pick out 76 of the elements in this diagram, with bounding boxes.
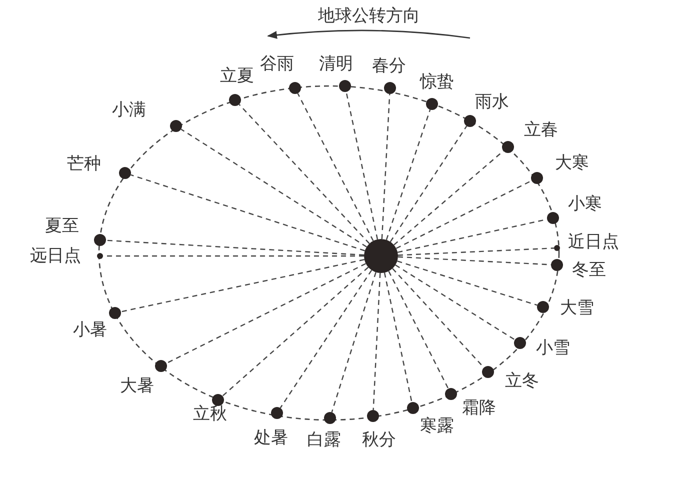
earth-dot	[339, 80, 351, 92]
sun-circle	[364, 239, 398, 273]
dashed-line	[297, 93, 374, 242]
dashed-line	[395, 264, 516, 340]
earth-dot	[554, 245, 560, 251]
earth-dot	[537, 301, 549, 313]
dashed-line	[106, 240, 364, 256]
dashed-line	[386, 110, 431, 240]
earth-dot	[547, 212, 559, 224]
solar-term-label: 小满	[112, 102, 146, 119]
earth-dot	[109, 307, 121, 319]
dashed-line	[397, 260, 538, 306]
earth-dot	[97, 253, 103, 259]
earth-dot	[289, 82, 301, 94]
dashed-line	[331, 272, 376, 412]
solar-term-label: 小雪	[536, 340, 570, 357]
earth-dot	[94, 234, 106, 246]
earth-dot	[407, 402, 419, 414]
solar-term-label: 大暑	[120, 378, 154, 395]
earth-dot	[551, 259, 563, 271]
earth-dot	[445, 388, 457, 400]
solar-term-label: 夏至	[45, 218, 79, 235]
solar-term-label: 立秋	[193, 406, 227, 423]
solar-term-label: 小寒	[568, 196, 602, 213]
earth-dot	[514, 337, 526, 349]
solar-term-label: 处暑	[254, 430, 288, 447]
solar-term-label: 秋分	[362, 432, 396, 449]
solar-term-label: 春分	[372, 58, 406, 75]
solar-term-label: 近日点	[568, 234, 619, 251]
earth-dot	[324, 412, 336, 424]
earth-dot	[170, 120, 182, 132]
solar-term-label: 立冬	[505, 373, 539, 390]
dashed-line	[381, 94, 390, 240]
earth-dot	[119, 167, 131, 179]
earth-dot	[464, 115, 476, 127]
dashed-line	[388, 270, 449, 389]
earth-dot	[155, 360, 167, 372]
earth-dot	[367, 410, 379, 422]
direction-label: 地球公转方向	[318, 8, 420, 25]
dashed-line	[166, 263, 366, 364]
dashed-line	[390, 126, 468, 242]
dashed-line	[396, 180, 532, 249]
dashed-line	[120, 258, 364, 312]
dashed-line	[180, 128, 367, 248]
dashed-line	[238, 104, 370, 244]
solar-term-label: 大寒	[555, 155, 589, 172]
dashed-line	[384, 272, 412, 402]
solar-term-label: 芒种	[67, 156, 101, 173]
solar-term-label: 寒露	[420, 418, 454, 435]
dashed-line	[392, 268, 484, 368]
earth-dot	[502, 141, 514, 153]
earth-dot	[531, 172, 543, 184]
dashed-line	[346, 92, 378, 240]
solar-term-label: 立夏	[220, 68, 254, 85]
dashed-line	[130, 174, 366, 252]
dashed-line	[222, 266, 369, 396]
dashed-line	[398, 248, 554, 256]
solar-term-label: 立春	[524, 122, 558, 139]
solar-term-label: 远日点	[30, 248, 81, 265]
earth-dot	[482, 366, 494, 378]
solar-term-label: 清明	[319, 56, 353, 73]
earth-dot	[229, 94, 241, 106]
earth-dot	[271, 407, 283, 419]
solar-term-label: 小暑	[73, 322, 107, 339]
solar-term-label: 大雪	[560, 300, 594, 317]
earth-dot	[212, 394, 224, 406]
solar-term-label: 谷雨	[260, 56, 294, 73]
solar-term-label: 雨水	[475, 94, 509, 111]
solar-term-label: 惊蛰	[420, 74, 454, 91]
dashed-line	[372, 272, 381, 410]
solar-term-label: 冬至	[572, 262, 606, 279]
solar-term-label: 霜降	[462, 400, 496, 417]
solar-term-label: 白露	[307, 432, 341, 449]
dashed-line	[280, 270, 372, 408]
earth-dot	[426, 98, 438, 110]
earth-dot	[384, 82, 396, 94]
